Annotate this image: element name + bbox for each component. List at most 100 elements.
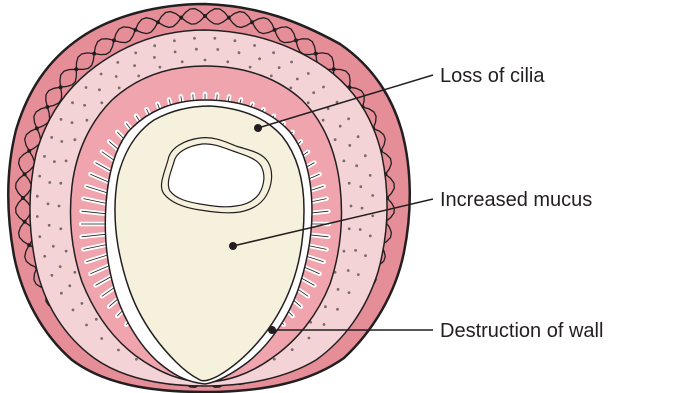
connective-tissue-dot <box>135 358 138 361</box>
connective-tissue-dot <box>323 323 326 326</box>
connective-tissue-dot <box>322 86 325 89</box>
connective-tissue-dot <box>153 44 156 47</box>
outer-wall-nucleus <box>45 105 49 109</box>
connective-tissue-dot <box>51 274 54 277</box>
outer-wall-nucleus <box>133 28 137 32</box>
connective-tissue-dot <box>364 154 367 157</box>
connective-tissue-dot <box>357 273 360 276</box>
connective-tissue-dot <box>364 254 367 257</box>
connective-tissue-dot <box>38 235 41 238</box>
connective-tissue-dot <box>100 73 103 76</box>
connective-tissue-dot <box>60 140 63 143</box>
connective-tissue-dot <box>159 66 162 69</box>
connective-tissue-dot <box>371 194 374 197</box>
outer-wall-nucleus <box>112 38 116 42</box>
connective-tissue-dot <box>371 214 374 217</box>
label-increased-mucus: Increased mucus <box>440 189 592 211</box>
connective-tissue-dot <box>181 60 184 63</box>
connective-tissue-dot <box>296 78 299 81</box>
label-loss-of-cilia: Loss of cilia <box>440 65 545 87</box>
connective-tissue-dot <box>322 119 325 122</box>
connective-tissue-dot <box>137 75 140 78</box>
connective-tissue-dot <box>312 91 315 94</box>
connective-tissue-dot <box>134 52 137 55</box>
connective-tissue-dot <box>86 119 89 122</box>
connective-tissue-dot <box>249 66 252 69</box>
connective-tissue-dot <box>59 265 62 268</box>
outer-wall-nucleus <box>23 220 27 224</box>
connective-tissue-dot <box>253 44 256 47</box>
connective-tissue-dot <box>337 288 340 291</box>
connective-tissue-dot <box>71 121 74 124</box>
connective-tissue-dot <box>65 250 68 253</box>
connective-tissue-dot <box>38 175 41 178</box>
connective-tissue-dot <box>348 227 351 230</box>
connective-tissue-dot <box>324 305 327 308</box>
connective-tissue-dot <box>43 255 46 258</box>
connective-tissue-dot <box>369 235 372 238</box>
connective-tissue-dot <box>83 104 86 107</box>
connective-tissue-dot <box>52 245 55 248</box>
connective-tissue-dot <box>348 182 351 185</box>
connective-tissue-dot <box>291 348 294 351</box>
connective-tissue-dot <box>354 249 357 252</box>
connective-tissue-dot <box>334 138 337 141</box>
connective-tissue-dot <box>71 101 74 104</box>
label-destruction-of-wall: Destruction of wall <box>440 320 603 342</box>
connective-tissue-dot <box>348 144 351 147</box>
outer-wall-nucleus <box>332 67 336 71</box>
outer-wall-nucleus <box>227 16 231 20</box>
connective-tissue-dot <box>100 337 103 340</box>
connective-tissue-dot <box>273 358 276 361</box>
outer-wall-nucleus <box>35 126 39 130</box>
outer-wall-nucleus <box>314 52 318 56</box>
connective-tissue-dot <box>308 337 311 340</box>
connective-tissue-dot <box>36 215 39 218</box>
connective-tissue-dot <box>238 51 241 54</box>
connective-tissue-dot <box>133 64 136 67</box>
connective-tissue-dot <box>272 51 275 54</box>
callout-dot-destruction-of-wall <box>268 326 276 334</box>
connective-tissue-dot <box>307 101 310 104</box>
connective-tissue-dot <box>355 164 358 167</box>
connective-tissue-dot <box>48 224 51 227</box>
connective-tissue-dot <box>361 207 364 210</box>
connective-tissue-dot <box>72 309 75 312</box>
connective-tissue-dot <box>95 318 98 321</box>
connective-tissue-dot <box>60 292 63 295</box>
connective-tissue-dot <box>115 75 118 78</box>
outer-wall-nucleus <box>21 196 25 200</box>
connective-tissue-dot <box>270 75 273 78</box>
connective-tissue-dot <box>85 86 88 89</box>
connective-tissue-dot <box>118 87 121 90</box>
connective-tissue-dot <box>213 37 216 40</box>
connective-tissue-dot <box>348 291 351 294</box>
connective-tissue-dot <box>204 59 207 62</box>
connective-tissue-dot <box>65 160 68 163</box>
connective-tissue-dot <box>36 195 39 198</box>
connective-tissue-dot <box>59 182 62 185</box>
connective-tissue-dot <box>336 308 339 311</box>
connective-tissue-dot <box>234 39 237 42</box>
connective-tissue-dot <box>173 39 176 42</box>
connective-tissue-dot <box>58 205 61 208</box>
outer-wall-nucleus <box>27 243 31 247</box>
connective-tissue-dot <box>359 228 362 231</box>
connective-tissue-dot <box>226 60 229 63</box>
outer-wall-nucleus <box>250 20 254 24</box>
outer-wall-nucleus <box>92 52 96 56</box>
connective-tissue-dot <box>59 227 62 230</box>
connective-tissue-dot <box>359 185 362 188</box>
outer-wall-nucleus <box>59 85 63 89</box>
outer-wall-nucleus <box>23 172 27 176</box>
outer-wall-nucleus <box>294 38 298 42</box>
callout-dot-loss-of-cilia <box>254 124 262 132</box>
connective-tissue-dot <box>74 271 77 274</box>
connective-tissue-dot <box>193 37 196 40</box>
connective-tissue-dot <box>43 155 46 158</box>
connective-tissue-dot <box>350 205 353 208</box>
connective-tissue-dot <box>47 203 50 206</box>
connective-tissue-dot <box>290 61 293 64</box>
connective-tissue-dot <box>68 284 71 287</box>
connective-tissue-dot <box>153 56 156 59</box>
